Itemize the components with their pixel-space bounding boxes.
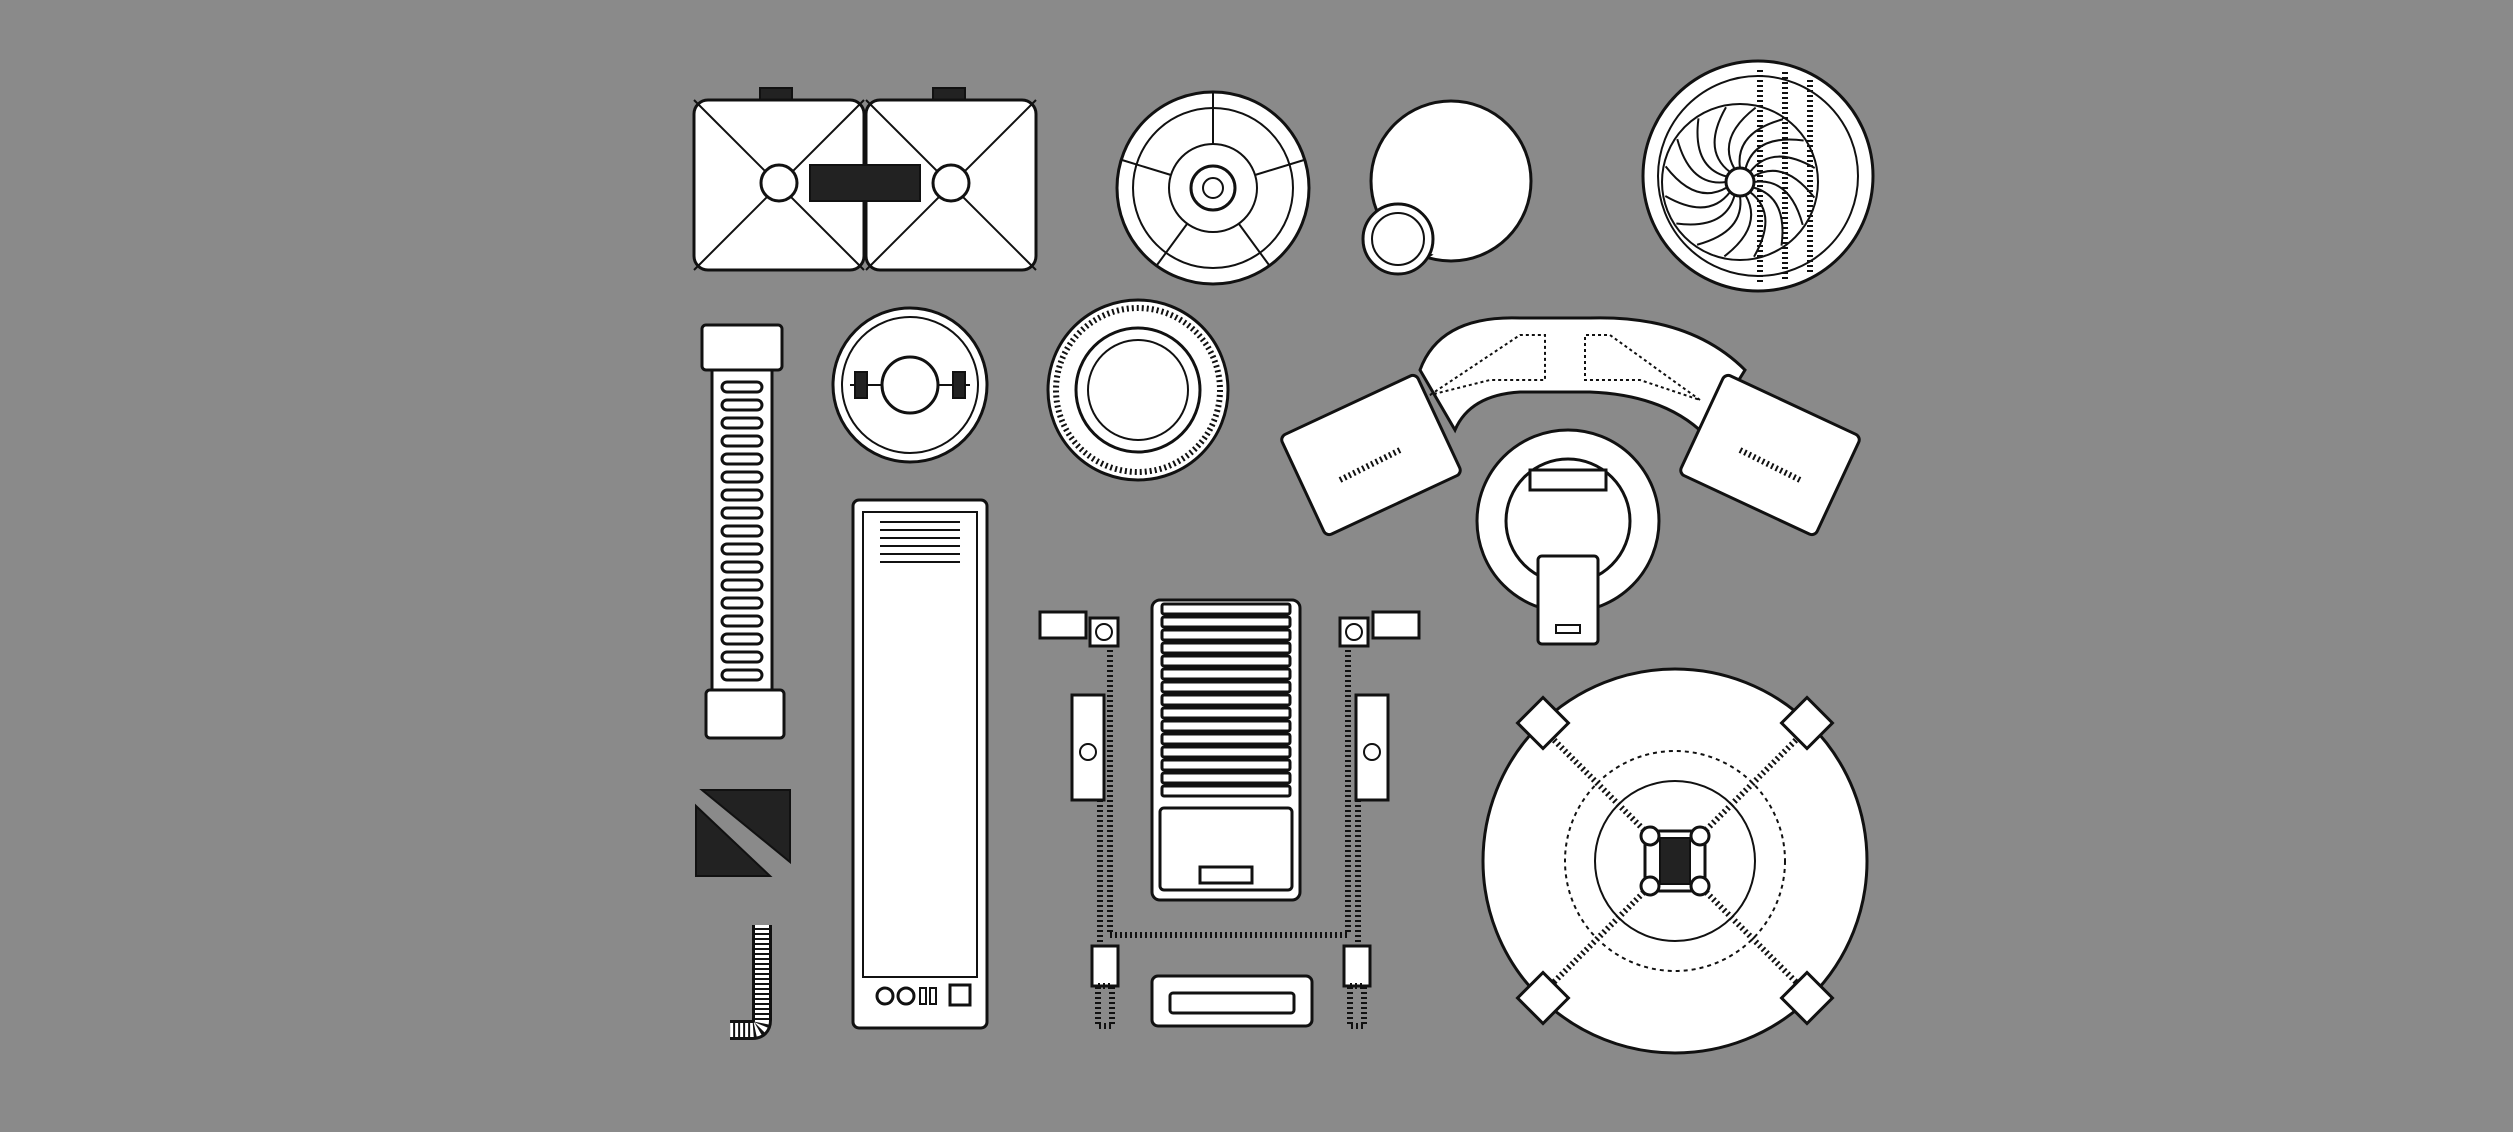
tube-slot	[720, 380, 764, 394]
fan-blade	[1676, 138, 1727, 184]
louvre-slat	[1160, 654, 1292, 668]
hub-disc	[1115, 90, 1311, 286]
small-plate	[1150, 974, 1314, 1028]
mesh-triangles	[695, 789, 791, 877]
tube-slot	[720, 416, 764, 430]
pipe-elbow	[730, 925, 772, 1040]
louvre-slat	[1160, 784, 1292, 798]
fan-blade	[1676, 194, 1736, 226]
louvre-slat	[1160, 745, 1292, 759]
tube-slot	[720, 578, 764, 592]
louvre-slat	[1160, 693, 1292, 707]
louvre-slat	[1160, 667, 1292, 681]
fan-blade	[1749, 191, 1767, 258]
tube-slot	[720, 488, 764, 502]
round-cap	[831, 306, 989, 464]
tube-slot	[720, 560, 764, 574]
ring	[1046, 298, 1230, 482]
fan-blade	[1664, 165, 1728, 195]
fan-blade	[1752, 186, 1784, 246]
tall-panel	[851, 498, 989, 1030]
tube-slot	[720, 470, 764, 484]
tube-slot	[720, 434, 764, 448]
tube-slot	[720, 524, 764, 538]
bent-duct	[1280, 316, 1861, 537]
louvre-slat	[1160, 615, 1292, 629]
tube-slot	[720, 632, 764, 646]
louvre-slat	[1160, 758, 1292, 772]
large-disc	[1481, 667, 1869, 1055]
blob-plate	[1361, 99, 1533, 276]
fan-blade	[1696, 118, 1728, 178]
fan-blade	[1723, 194, 1753, 258]
vent-box	[1150, 598, 1302, 902]
fan-blade	[1696, 195, 1742, 246]
tube-slot	[720, 614, 764, 628]
fan-blade	[1738, 118, 1784, 169]
semicircle-housing	[1475, 428, 1661, 646]
fan-blade	[1749, 155, 1816, 173]
arm-frame	[1038, 610, 1421, 1029]
vertical-tube	[700, 323, 786, 740]
fan	[1641, 59, 1875, 293]
louvre-slat	[1160, 719, 1292, 733]
fan-blade	[1713, 106, 1731, 173]
fan-blade	[1744, 138, 1804, 170]
louvre-slat	[1160, 706, 1292, 720]
fan-blade	[1727, 106, 1757, 170]
louvre-slat	[1160, 641, 1292, 655]
tube-slot	[720, 506, 764, 520]
tube-slot	[720, 398, 764, 412]
fan-blade	[1664, 191, 1731, 209]
louvre-slat	[1160, 680, 1292, 694]
tube-slot	[720, 650, 764, 664]
tube-slot	[720, 452, 764, 466]
twin-panels	[692, 87, 1038, 272]
louvre-slat	[1160, 732, 1292, 746]
tube-slot	[720, 596, 764, 610]
tube-slot	[720, 668, 764, 682]
louvre-slat	[1160, 771, 1292, 785]
tube-slot	[720, 542, 764, 556]
louvre-slat	[1160, 628, 1292, 642]
louvre-slat	[1160, 602, 1292, 616]
